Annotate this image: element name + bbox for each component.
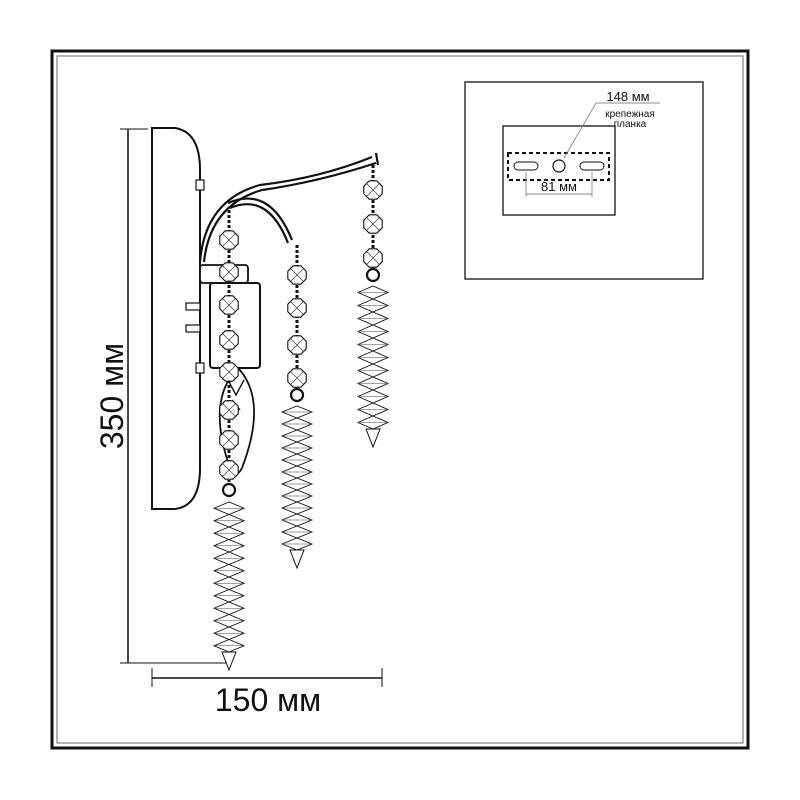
mounting-bracket-outline xyxy=(507,152,610,181)
mounting-plate-inset: 148 мм крепежная планка 81 мм xyxy=(464,81,704,280)
lamp-arms xyxy=(198,152,380,263)
wall-plate xyxy=(151,127,205,510)
plate-caption-line2: планка xyxy=(614,119,647,130)
width-label: 150 мм xyxy=(215,682,321,718)
inner-frame xyxy=(56,55,744,744)
width-dimension: 150 мм xyxy=(151,668,383,718)
height-label: 350 мм xyxy=(94,343,130,449)
mounting-slot-right xyxy=(579,161,605,171)
mounting-hole xyxy=(552,159,566,173)
plate-caption-line1: крепежная xyxy=(605,109,655,120)
plate-width-label: 148 мм xyxy=(606,89,649,104)
mounting-slot-left xyxy=(513,161,539,171)
crystal-pendants xyxy=(212,165,390,672)
height-dimension: 350 мм xyxy=(94,128,228,664)
slot-spacing-label: 81 мм xyxy=(541,179,577,194)
outer-frame xyxy=(50,49,750,750)
